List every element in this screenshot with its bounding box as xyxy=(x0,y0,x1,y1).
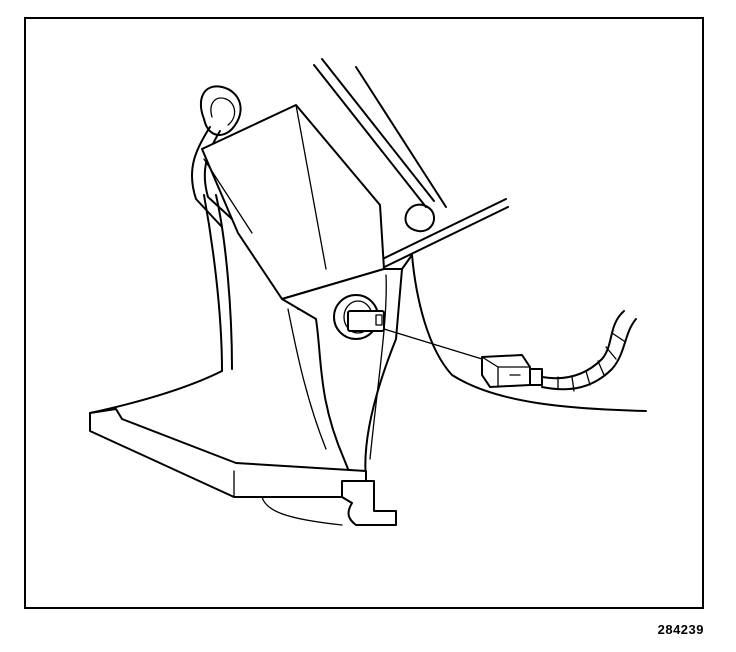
bracket-diagram xyxy=(89,58,647,526)
socket-icon xyxy=(333,294,385,340)
connector-icon xyxy=(481,354,543,388)
wiring-harness-icon xyxy=(541,310,637,392)
figure-number: 284239 xyxy=(657,622,704,637)
harness-loop-icon xyxy=(191,85,242,228)
illustration-frame xyxy=(24,17,704,609)
pillar-rails-icon xyxy=(295,58,509,310)
leader-line xyxy=(383,328,483,360)
